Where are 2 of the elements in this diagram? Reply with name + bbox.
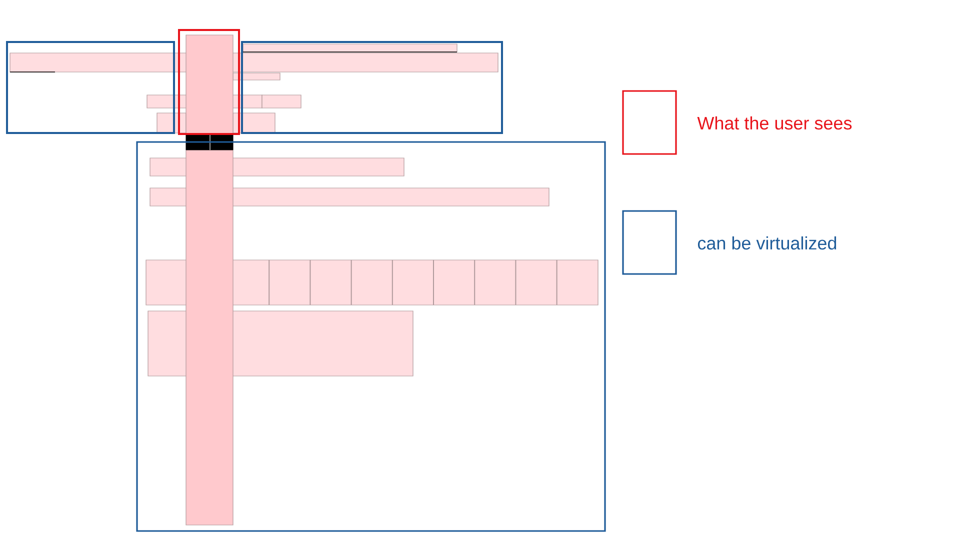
- legend-text: What the user sees: [697, 116, 852, 130]
- legend-text: can be virtualized: [698, 236, 836, 250]
